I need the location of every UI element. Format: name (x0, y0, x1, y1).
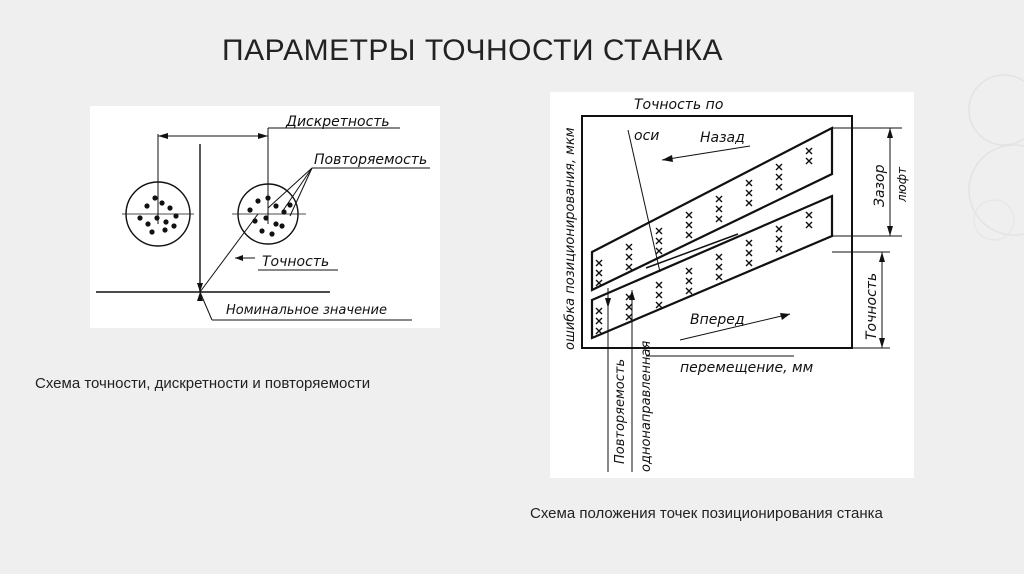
label-accuracy: Точность (262, 254, 329, 270)
dots-cluster-right (247, 195, 293, 237)
caption-positioning-diagram: Схема положения точек позиционирования с… (530, 505, 883, 522)
label-discreteness: Дискретность (285, 114, 390, 130)
decorative-circles (968, 74, 1024, 241)
accuracy-diagram: Дискретность Повторяемо (96, 114, 430, 321)
positioning-diagram: Точность по оси Назад (563, 97, 909, 472)
label-nominal: Номинальное значение (226, 303, 387, 318)
band-backward (590, 126, 834, 292)
caption-accuracy-diagram: Схема точности, дискретности и повторяем… (35, 375, 371, 392)
label-repeatability-right: Повторяемость (613, 359, 628, 464)
label-backlash: люфт (895, 166, 909, 203)
label-y-axis: ошибка позиционирования, мкм (563, 127, 578, 350)
label-accuracy-right: Точность (864, 273, 880, 340)
label-accuracy-axis-line1: Точность по (634, 97, 723, 113)
accuracy-diagram-panel: Дискретность Повторяемо (90, 106, 440, 328)
label-unidirectional: однонаправленная (639, 340, 654, 472)
crosses-forward (595, 211, 813, 335)
label-forward: Вперед (690, 312, 745, 328)
label-gap: Зазор (872, 164, 888, 207)
slide-title: ПАРАМЕТРЫ ТОЧНОСТИ СТАНКА (222, 34, 724, 67)
label-accuracy-axis-line2: оси (634, 128, 659, 144)
label-repeatability: Повторяемость (314, 152, 427, 168)
crosses-backward (595, 147, 813, 287)
positioning-diagram-panel: Точность по оси Назад (550, 92, 914, 478)
label-x-axis: перемещение, мм (680, 360, 814, 376)
dots-cluster-left (137, 195, 179, 235)
label-back: Назад (700, 130, 745, 146)
